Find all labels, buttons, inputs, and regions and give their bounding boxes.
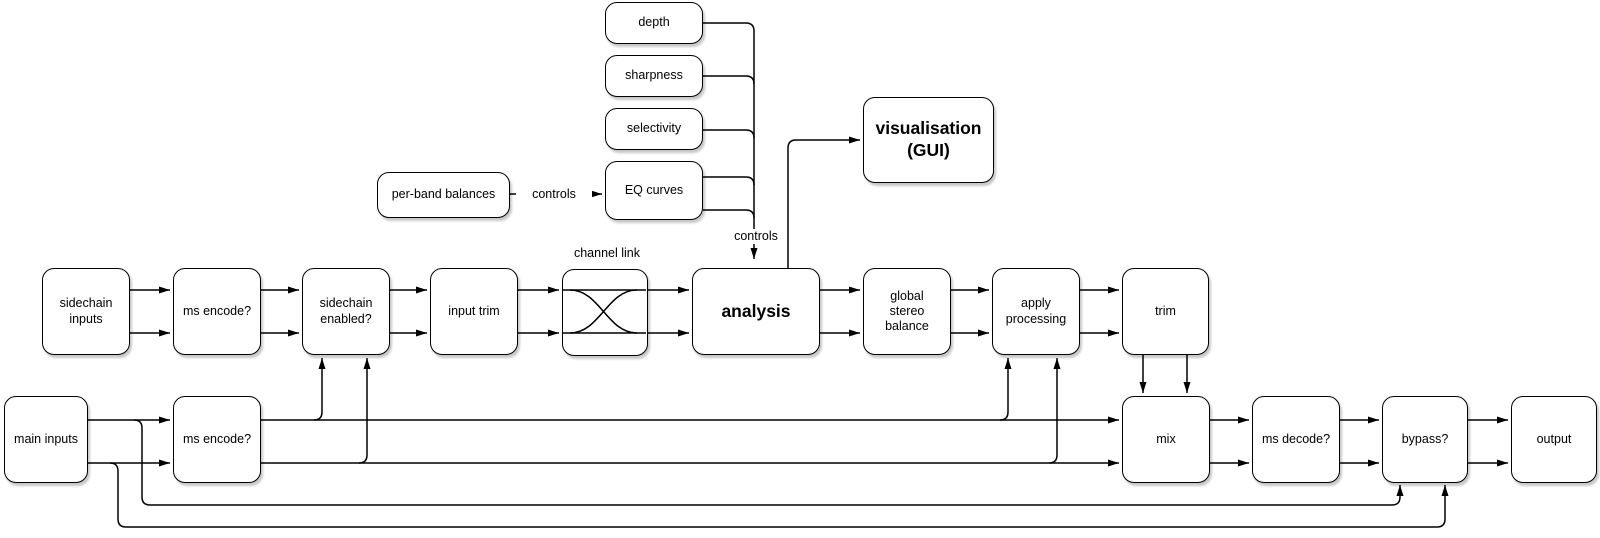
edge-main-to-apply-processing-branch-upper [999, 358, 1012, 421]
node-per-band-balances-label: per-band balances [391, 187, 496, 202]
node-visualisation-gui-label: visualisation (GUI) [875, 118, 982, 160]
node-mix-label: mix [1156, 431, 1176, 446]
node-selectivity-label: selectivity [626, 121, 682, 136]
node-output: output [1511, 396, 1597, 483]
node-trim: trim [1122, 268, 1209, 355]
node-ms-encode-main: ms encode? [173, 396, 261, 483]
edge-selectivity-to-trunk [703, 129, 755, 139]
node-ms-encode-sidechain-label: ms encode? [182, 303, 252, 318]
node-channel-link [562, 269, 648, 356]
node-ms-decode-label: ms decode? [1261, 431, 1331, 446]
node-per-band-balances: per-band balances [377, 172, 510, 218]
edge-main-inputs-bypass-route-lower [109, 462, 1449, 528]
node-trim-label: trim [1155, 303, 1176, 318]
node-depth: depth [605, 2, 703, 44]
node-sidechain-inputs: sidechain inputs [42, 268, 130, 355]
node-input-trim-label: input trim [448, 303, 500, 318]
node-ms-decode: ms decode? [1252, 396, 1340, 483]
node-sidechain-enabled: sidechain enabled? [302, 268, 390, 355]
edge-main-inputs-bypass-route-upper [133, 419, 1404, 506]
channel-crossover-icon [563, 289, 646, 334]
edge-eq-curves-to-trunk-lower [703, 209, 755, 219]
node-input-trim: input trim [430, 268, 518, 355]
edge-sharpness-to-trunk [703, 75, 755, 85]
node-sidechain-inputs-label: sidechain inputs [59, 296, 113, 326]
node-visualisation-gui: visualisation (GUI) [863, 97, 994, 183]
node-apply-processing: apply processing [992, 268, 1080, 355]
node-sharpness: sharpness [605, 55, 703, 97]
node-eq-curves: EQ curves [605, 161, 703, 220]
node-depth-label: depth [638, 15, 670, 30]
edge-analysis-to-visualisation [787, 136, 860, 268]
node-eq-curves-label: EQ curves [624, 182, 684, 197]
node-sharpness-label: sharpness [625, 68, 683, 83]
node-analysis-label: analysis [721, 300, 791, 321]
node-apply-processing-label: apply processing [1005, 296, 1067, 326]
node-output-label: output [1536, 431, 1572, 446]
edge-depth-controls-trunk [703, 22, 758, 259]
edge-eq-curves-to-trunk-upper [703, 176, 755, 186]
node-sidechain-enabled-label: sidechain enabled? [319, 296, 373, 326]
node-global-stereo-balance: global stereo balance [863, 268, 951, 355]
node-analysis: analysis [692, 268, 820, 355]
edge-main-to-apply-processing-branch-lower [1048, 358, 1061, 464]
edge-main-to-sidechain-enabled-branch-upper [313, 358, 326, 421]
node-ms-encode-sidechain: ms encode? [173, 268, 261, 355]
edge-label-controls-eq-curves: controls [516, 187, 592, 202]
channel-link-caption: channel link [560, 246, 654, 261]
edge-label-controls-analysis: controls [727, 229, 785, 244]
node-mix: mix [1122, 396, 1210, 483]
edge-main-to-sidechain-enabled-branch-lower [358, 358, 371, 464]
node-main-inputs-label: main inputs [14, 431, 78, 446]
node-ms-encode-main-label: ms encode? [182, 431, 252, 446]
node-main-inputs: main inputs [4, 396, 88, 483]
node-global-stereo-balance-label: global stereo balance [885, 288, 929, 334]
node-selectivity: selectivity [605, 108, 703, 150]
node-bypass: bypass? [1382, 396, 1468, 483]
node-bypass-label: bypass? [1401, 431, 1449, 446]
